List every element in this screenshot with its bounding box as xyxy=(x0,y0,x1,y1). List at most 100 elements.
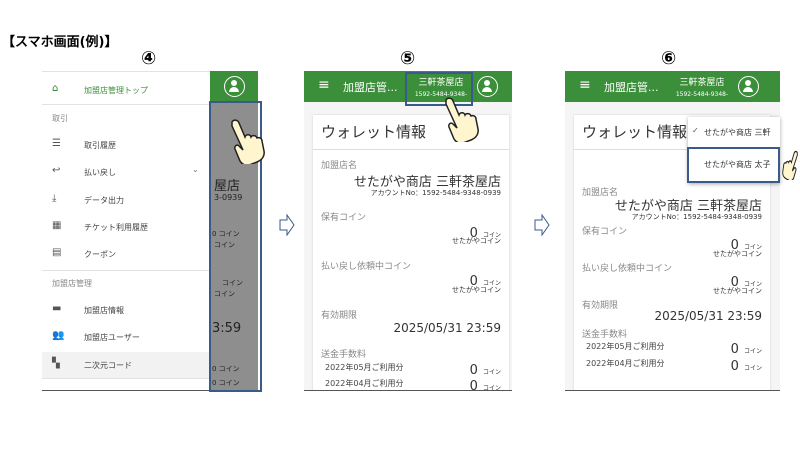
app-title: 加盟店管... xyxy=(604,81,659,94)
store-menu-item[interactable]: ✓ せたがや商店 三軒 xyxy=(688,117,780,147)
coins-value: 0 コイン xyxy=(730,238,762,253)
hamburger-menu-icon[interactable]: ≡ xyxy=(579,77,591,93)
pointing-hand-icon xyxy=(782,150,798,180)
app-header: ≡ 加盟店管... 三軒茶屋店 1592-5484-9348- xyxy=(565,71,780,102)
app-header: ≡ 加盟店管... 三軒茶屋店 1592-5484-9348- xyxy=(304,71,512,102)
coins-label: 保有コイン xyxy=(582,227,628,237)
coin-name: せたがやコイン xyxy=(713,287,762,295)
behind-text: コイン xyxy=(222,279,243,287)
section-transactions: 取引 xyxy=(52,114,68,123)
ticket-icon: ▦ xyxy=(52,220,62,231)
drawer-item-refund[interactable]: ↩ 払い戻し ⌄ xyxy=(42,159,210,185)
behind-text: 3-0939 xyxy=(214,193,243,202)
highlight-menu-item-box xyxy=(687,147,780,183)
fee-label: 送金手数料 xyxy=(582,330,628,340)
store-dropdown-menu: ✓ せたがや商店 三軒 せたがや商店 太子 xyxy=(688,117,780,183)
hamburger-menu-icon[interactable]: ≡ xyxy=(318,77,330,93)
expiry-label: 有効期限 xyxy=(582,301,619,311)
page-title: 【スマホ画面(例)】 xyxy=(2,35,118,50)
fee-row-month: 2022年04月ご利用分 xyxy=(586,359,665,368)
drawer-item-label: 取引履歴 xyxy=(84,141,116,150)
store-name: せたがや商店 三軒茶屋店 xyxy=(614,199,762,214)
home-icon: ⌂ xyxy=(52,83,59,94)
drawer-item-store-info[interactable]: ▬ 加盟店情報 xyxy=(42,297,210,323)
behind-text: コイン xyxy=(214,290,235,298)
download-icon: ⤓ xyxy=(52,193,57,204)
fee-row-month: 2022年04月ご利用分 xyxy=(325,379,404,388)
drawer-item-users[interactable]: 👥 加盟店ユーザー xyxy=(42,324,210,350)
drawer-item-label: 払い戻し xyxy=(84,168,116,177)
coin-name: せたがやコイン xyxy=(713,250,762,258)
step-5-label: ⑤ xyxy=(400,48,416,69)
drawer-item-export[interactable]: ⤓データ出力 xyxy=(42,187,210,213)
store-icon: ▬ xyxy=(52,303,62,314)
arrow-right-icon xyxy=(279,214,295,236)
fee-row-value: 0 コイン xyxy=(469,363,501,378)
store-switcher[interactable]: 三軒茶屋店 1592-5484-9348- xyxy=(408,74,474,102)
drawer-item-label: チケット利用履歴 xyxy=(84,223,148,232)
app-title: 加盟店管... xyxy=(343,81,398,94)
store-label: 加盟店名 xyxy=(321,161,358,171)
coin-name: せたがやコイン xyxy=(452,237,501,245)
expiry-value: 2025/05/31 23:59 xyxy=(654,309,762,323)
navigation-drawer: ⌂ 加盟店管理トップ 取引 ☰ 取引履歴 ↩ 払い戻し ⌄ ⤓データ出力 ▦ チケット利用… xyxy=(42,71,210,390)
coins-label: 保有コイン xyxy=(321,213,367,223)
wallet-title: ウォレット情報 xyxy=(321,123,427,141)
arrow-right-icon xyxy=(534,214,550,236)
store-name: せたがや商店 三軒茶屋店 xyxy=(353,175,501,190)
behind-text: 0 コイン xyxy=(212,230,240,238)
behind-text: 0 コイン xyxy=(212,379,240,387)
fee-row-value: 0 コイン xyxy=(469,379,501,391)
behind-text: 屋店 xyxy=(214,179,241,194)
refund-value: 0 コイン xyxy=(730,275,762,290)
drawer-item-label: 加盟店管理トップ xyxy=(84,86,148,95)
drawer-item-top[interactable]: ⌂ 加盟店管理トップ xyxy=(42,77,210,103)
store-switcher[interactable]: 三軒茶屋店 1592-5484-9348- xyxy=(669,74,735,102)
coupon-icon: ▤ xyxy=(52,247,62,258)
behind-text: コイン xyxy=(214,241,235,249)
reply-icon: ↩ xyxy=(52,165,61,176)
account-avatar-icon[interactable] xyxy=(738,76,759,97)
behind-text: 3:59 xyxy=(212,321,242,336)
highlight-overlay-box xyxy=(209,101,262,392)
wallet-card: ウォレット情報 加盟店名 せたがや商店 三軒茶屋店 アカウントNo：1592-5… xyxy=(313,115,509,391)
store-menu-item[interactable]: せたがや商店 太子 xyxy=(688,147,780,183)
fee-row-month: 2022年05月ご利用分 xyxy=(325,363,404,372)
fee-row-value: 0 コイン xyxy=(730,359,762,374)
store-menu-item-label: せたがや商店 太子 xyxy=(704,160,771,169)
users-icon: 👥 xyxy=(52,330,65,341)
qr-code-icon: ▚ xyxy=(52,358,60,369)
account-avatar-icon[interactable] xyxy=(224,76,245,97)
pointing-hand-icon xyxy=(231,119,265,164)
coin-name: せたがやコイン xyxy=(452,286,501,294)
account-avatar-icon[interactable] xyxy=(477,76,498,97)
drawer-item-label: 加盟店ユーザー xyxy=(84,333,140,342)
coins-value: 0 コイン xyxy=(469,226,501,241)
drawer-item-label: 加盟店情報 xyxy=(84,306,124,315)
fee-row-month: 2022年05月ご利用分 xyxy=(586,342,665,351)
store-label: 加盟店名 xyxy=(582,188,619,198)
store-switcher-account: 1592-5484-9348- xyxy=(414,91,468,98)
drawer-item-tickets[interactable]: ▦ チケット利用履歴 xyxy=(42,214,210,240)
step-6-label: ⑥ xyxy=(661,48,677,69)
pointing-hand-icon xyxy=(445,97,479,142)
highlight-store-switcher-box xyxy=(405,72,473,106)
app-header xyxy=(210,71,258,102)
drawer-overlay[interactable]: 屋店 3-0939 0 コイン コイン コイン コイン 3:59 0 コイン 0… xyxy=(210,102,258,390)
store-menu-item-label: せたがや商店 三軒 xyxy=(704,128,771,137)
drawer-item-history[interactable]: ☰ 取引履歴 xyxy=(42,132,210,158)
fee-row-value: 0 コイン xyxy=(730,342,762,357)
store-switcher-name: 三軒茶屋店 xyxy=(418,78,464,88)
refund-label: 払い戻し依頼中コイン xyxy=(321,262,412,272)
list-icon: ☰ xyxy=(52,138,61,149)
drawer-item-qr[interactable]: ▚二次元コード xyxy=(42,352,210,378)
fee-label: 送金手数料 xyxy=(321,350,367,360)
behind-text: 0 コイン xyxy=(212,365,240,373)
account-number: アカウントNo：1592-5484-9348-0939 xyxy=(631,213,762,221)
refund-label: 払い戻し依頼中コイン xyxy=(582,264,673,274)
drawer-item-coupon[interactable]: ▤クーポン xyxy=(42,241,210,267)
wallet-title: ウォレット情報 xyxy=(582,123,688,141)
section-store-management: 加盟店管理 xyxy=(52,279,92,288)
refund-value: 0 コイン xyxy=(469,274,501,289)
chevron-down-icon: ⌄ xyxy=(192,165,199,174)
